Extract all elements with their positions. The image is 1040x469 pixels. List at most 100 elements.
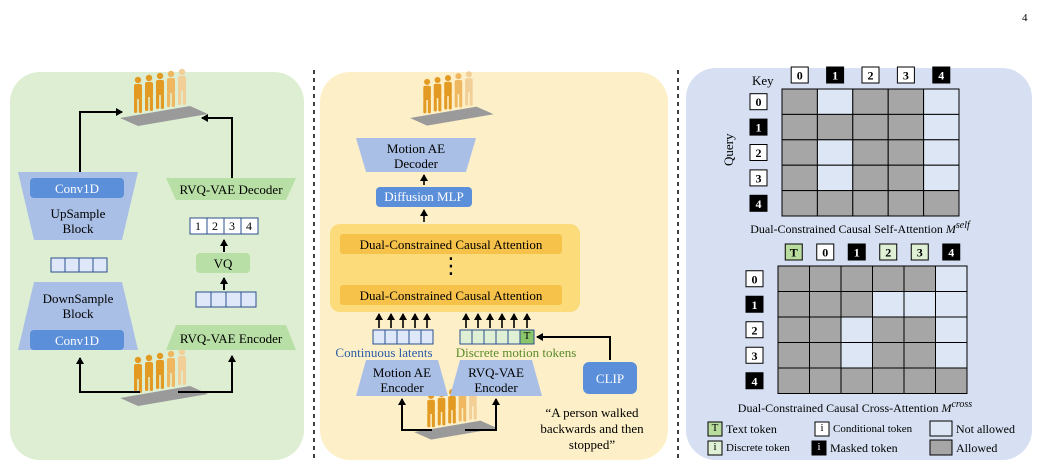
cell-not-allowed: [935, 342, 968, 369]
motion-ae-decoder-label-1: Motion AE: [386, 141, 446, 156]
svg-text:0: 0: [797, 69, 803, 83]
cell-allowed: [887, 164, 925, 192]
cell-allowed: [809, 316, 842, 343]
self-attn-title: Dual-Constrained Causal Self-Attention M…: [750, 220, 970, 236]
cell-allowed: [809, 342, 842, 369]
cell-not-allowed: [923, 164, 960, 192]
conv1d-bottom-label: Conv1D: [54, 333, 100, 348]
cell-allowed: [781, 139, 818, 166]
svg-text:0: 0: [752, 272, 758, 286]
clip-block: [583, 362, 637, 394]
codebook-index-2: 2: [212, 219, 218, 233]
cell-allowed: [840, 265, 873, 292]
cell-not-allowed: [935, 316, 968, 343]
cell-allowed: [809, 367, 842, 394]
page-number: 4: [1022, 12, 1028, 24]
cell-allowed: [872, 265, 905, 292]
cell-allowed: [777, 316, 810, 343]
attn-token-conditional: 0: [790, 66, 809, 84]
legend-not-allowed-label: Not allowed: [956, 422, 1015, 436]
legend-text-token-swatch: [707, 421, 723, 437]
legend-not-allowed-swatch: [929, 420, 953, 437]
cell-allowed: [809, 291, 842, 318]
cell-allowed: [809, 265, 842, 292]
legend: [707, 420, 953, 456]
cell-allowed: [887, 190, 925, 217]
cell-not-allowed: [840, 316, 873, 343]
legend-text-token-label: Text token: [726, 422, 777, 436]
cell-allowed: [887, 88, 925, 115]
left-panel-arrows: [76, 108, 236, 393]
human-figure: [134, 356, 142, 393]
cell-allowed: [781, 190, 818, 217]
cell-not-allowed: [816, 139, 854, 166]
attn-token-masked: 4: [932, 66, 951, 84]
attn-token-masked: 4: [942, 243, 961, 261]
downsample-label-2: Block: [62, 306, 94, 321]
conv1d-top-label: Conv1D: [54, 181, 100, 196]
svg-text:3: 3: [917, 246, 923, 260]
cell-allowed: [903, 316, 936, 343]
cell-not-allowed: [923, 139, 960, 166]
svg-text:1: 1: [752, 298, 758, 312]
human-figure: [167, 350, 175, 387]
human-figure: [145, 354, 153, 391]
attn-token-conditional: 2: [861, 66, 880, 84]
motion-ae-encoder-label-1: Motion AE: [372, 365, 432, 380]
attn-token-conditional: 2: [749, 144, 768, 161]
cell-not-allowed: [840, 342, 873, 369]
conv1d-top-block: [30, 178, 124, 198]
rvq-vae-encoder-label-2: Encoder: [474, 380, 518, 395]
attn-token-discrete: 2: [879, 243, 898, 261]
cell-allowed: [781, 88, 818, 115]
cell-allowed: [903, 342, 936, 369]
cell-allowed: [777, 265, 810, 292]
codebook-index-3: 3: [229, 219, 235, 233]
cell-allowed: [781, 113, 818, 141]
cell-not-allowed: [923, 88, 960, 115]
human-figure: [178, 348, 186, 385]
human-group-middle-top: [410, 71, 494, 126]
cell-not-allowed: [903, 291, 936, 318]
codebook-index-4: 4: [246, 219, 252, 233]
cell-allowed: [887, 139, 925, 166]
motion-ae-encoder-trapezoid: [356, 360, 448, 396]
cross-attn-grid: [777, 265, 968, 394]
legend-allowed-label: Allowed: [956, 441, 998, 455]
continuous-latent-boxes: [372, 329, 434, 345]
human-figure: [156, 72, 164, 109]
cell-not-allowed: [816, 88, 854, 115]
svg-text:4: 4: [752, 374, 758, 388]
text-token-letter: T: [523, 330, 531, 342]
attention-bar-top: [340, 234, 562, 254]
cell-not-allowed: [816, 164, 854, 192]
cell-not-allowed: [935, 291, 968, 318]
legend-masked-label: Masked token: [830, 441, 898, 455]
discrete-tokens-label: Discrete motion tokens: [455, 345, 577, 360]
encoder-output-boxes: [195, 291, 257, 308]
human-figure: [444, 75, 452, 110]
cell-allowed: [777, 291, 810, 318]
key-label: Key: [752, 73, 774, 88]
cell-allowed: [872, 342, 905, 369]
legend-text-token-glyph: T: [711, 422, 719, 434]
attn-token-conditional: 0: [745, 270, 764, 288]
cell-allowed: [887, 113, 925, 141]
attn-token-conditional: 3: [745, 346, 764, 364]
attn-token-conditional: 0: [749, 93, 768, 111]
self-attn-grid: [781, 88, 960, 217]
rvq-encoder-label: RVQ-VAE Encoder: [179, 331, 283, 346]
legend-discrete-swatch: [707, 440, 723, 456]
cell-allowed: [777, 367, 810, 394]
svg-text:3: 3: [756, 171, 762, 185]
rvq-decoder-label: RVQ-VAE Decoder: [179, 182, 283, 197]
cell-allowed: [852, 88, 889, 115]
text-token-box: [519, 329, 535, 345]
legend-conditional-swatch: [814, 421, 830, 437]
attn-token-masked: 4: [749, 194, 768, 212]
cell-allowed: [816, 190, 854, 217]
